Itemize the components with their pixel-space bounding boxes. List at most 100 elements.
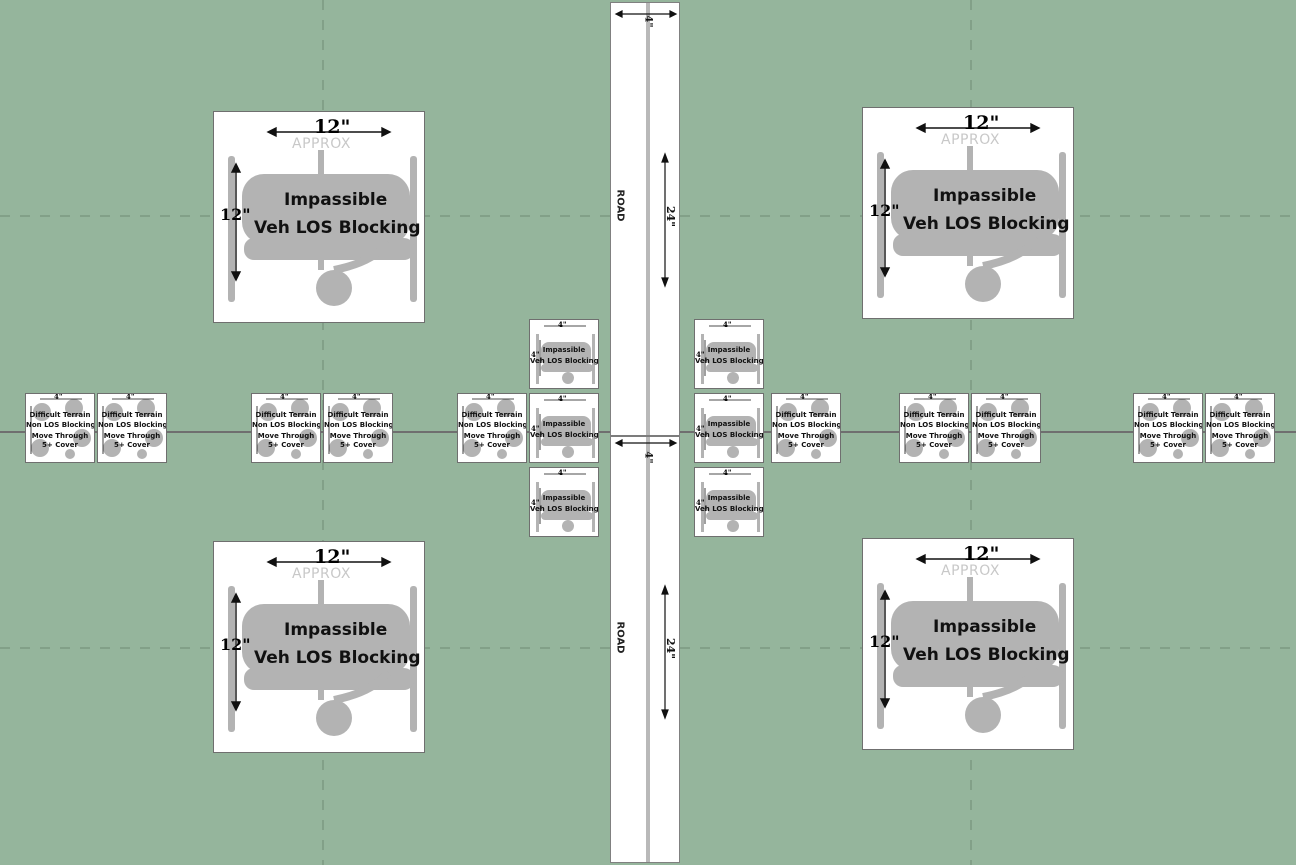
size-label-side: 4"	[696, 424, 705, 433]
tile-title-line1: Difficult Terrain	[975, 411, 1037, 419]
tile-title-line3: Move Through	[777, 432, 835, 440]
tile-title-line2: Non LOS Blocking	[1134, 421, 1203, 429]
tile-title-line3: Move Through	[977, 432, 1035, 440]
tile-title-line2: Veh LOS Blocking	[530, 431, 599, 439]
terrain-silhouette-icon	[877, 553, 1066, 733]
terrain-silhouette-icon	[536, 399, 595, 458]
trees-silhouette-icon	[102, 398, 163, 459]
trees-silhouette-icon	[328, 398, 389, 459]
road-divider-line	[611, 435, 679, 437]
size-label-top: 4"	[352, 393, 361, 401]
size-label-side: 12"	[869, 632, 900, 651]
tile-title-line2: Non LOS Blocking	[458, 421, 527, 429]
road-center-line	[646, 3, 650, 862]
tile-title-line4: 5+ Cover	[1222, 441, 1258, 449]
trees-silhouette-icon	[256, 398, 317, 459]
difficult-terrain-tile: 4" Difficult Terrain Non LOS Blocking Mo…	[771, 393, 841, 463]
tile-title-line2: Non LOS Blocking	[324, 421, 393, 429]
tile-title-line4: 5+ Cover	[42, 441, 78, 449]
size-label-top: 12"	[314, 546, 351, 568]
approx-label: APPROX	[292, 566, 351, 582]
terrain-silhouette-icon	[536, 473, 595, 532]
tile-title-line4: 5+ Cover	[1150, 441, 1186, 449]
impassible-small-tile: 4" 4" Impassible Veh LOS Blocking	[529, 467, 599, 537]
tile-title-line2: Non LOS Blocking	[972, 421, 1041, 429]
size-label-side: 4"	[696, 498, 705, 507]
size-label-top: 12"	[963, 112, 1000, 134]
size-label-side: 12"	[220, 635, 251, 654]
impassible-small-tile: 4" 4" Impassible Veh LOS Blocking	[694, 393, 764, 463]
road-label-top: ROAD	[614, 189, 626, 222]
tile-title-line2: Veh LOS Blocking	[530, 357, 599, 365]
tile-title-line3: Move Through	[1211, 432, 1269, 440]
size-label-top: 12"	[314, 116, 351, 138]
road-length-label-top: 24"	[664, 205, 678, 228]
trees-silhouette-icon	[1138, 398, 1199, 459]
tile-title-line1: Impassible	[542, 494, 586, 502]
approx-label: APPROX	[941, 563, 1000, 579]
tile-title-line1: Impassible	[542, 346, 586, 354]
tile-title-line1: Difficult Terrain	[1209, 411, 1271, 419]
trees-silhouette-icon	[30, 398, 91, 459]
impassible-tile-ne: 12" APPROX 12" Impassible Veh LOS Blocki…	[862, 107, 1074, 319]
impassible-small-tile: 4" 4" Impassible Veh LOS Blocking	[694, 467, 764, 537]
size-label-top: 4"	[723, 394, 732, 403]
approx-label: APPROX	[292, 136, 351, 152]
tile-title-line1: Impassible	[284, 620, 388, 640]
difficult-terrain-tile: 4" Difficult Terrain Non LOS Blocking Mo…	[971, 393, 1041, 463]
size-label-top: 4"	[800, 393, 809, 401]
trees-silhouette-icon	[1210, 398, 1271, 459]
difficult-terrain-tile: 4" Difficult Terrain Non LOS Blocking Mo…	[1205, 393, 1275, 463]
tile-title-line3: Move Through	[463, 432, 521, 440]
terrain-silhouette-icon	[228, 126, 417, 306]
difficult-terrain-tile: 4" Difficult Terrain Non LOS Blocking Mo…	[1133, 393, 1203, 463]
difficult-terrain-tile: 4" Difficult Terrain Non LOS Blocking Mo…	[97, 393, 167, 463]
tile-title-line1: Impassible	[284, 190, 388, 210]
difficult-terrain-tile: 4" Difficult Terrain Non LOS Blocking Mo…	[899, 393, 969, 463]
road-label-bottom: ROAD	[614, 621, 626, 654]
trees-silhouette-icon	[904, 398, 965, 459]
road-length-label-bottom: 24"	[664, 637, 678, 660]
size-label-top: 4"	[1162, 393, 1171, 401]
tile-title-line2: Veh LOS Blocking	[254, 648, 421, 668]
tile-title-line2: Non LOS Blocking	[900, 421, 969, 429]
tile-title-line1: Difficult Terrain	[255, 411, 317, 419]
trees-silhouette-icon	[776, 398, 837, 459]
size-label-top: 4"	[558, 320, 567, 329]
tile-title-line3: Move Through	[329, 432, 387, 440]
tile-title-line4: 5+ Cover	[268, 441, 304, 449]
tile-title-line2: Non LOS Blocking	[252, 421, 321, 429]
tile-title-line1: Difficult Terrain	[101, 411, 163, 419]
size-label-top: 12"	[963, 543, 1000, 565]
difficult-terrain-tile: 4" Difficult Terrain Non LOS Blocking Mo…	[251, 393, 321, 463]
terrain-silhouette-icon	[701, 325, 760, 384]
size-label-top: 4"	[723, 320, 732, 329]
tile-title-line3: Move Through	[905, 432, 963, 440]
size-label-side: 4"	[696, 350, 705, 359]
size-label-top: 4"	[1234, 393, 1243, 401]
tile-title-line1: Impassible	[542, 420, 586, 428]
tile-title-line2: Veh LOS Blocking	[530, 505, 599, 513]
tile-title-line2: Non LOS Blocking	[1206, 421, 1275, 429]
tile-title-line3: Move Through	[31, 432, 89, 440]
tile-title-line4: 5+ Cover	[474, 441, 510, 449]
tile-title-line1: Impassible	[933, 617, 1037, 637]
tile-title-line4: 5+ Cover	[988, 441, 1024, 449]
size-label-side: 12"	[869, 201, 900, 220]
terrain-silhouette-icon	[877, 122, 1066, 302]
tile-title-line1: Impassible	[933, 186, 1037, 206]
road	[610, 2, 680, 863]
road-width-label-bottom: 4"	[642, 451, 654, 464]
difficult-terrain-tile: 4" Difficult Terrain Non LOS Blocking Mo…	[323, 393, 393, 463]
tile-title-line2: Veh LOS Blocking	[903, 214, 1070, 234]
tile-title-line1: Impassible	[707, 494, 751, 502]
tile-title-line1: Difficult Terrain	[327, 411, 389, 419]
tile-title-line2: Veh LOS Blocking	[695, 357, 764, 365]
size-label-top: 4"	[558, 394, 567, 403]
tile-title-line2: Veh LOS Blocking	[695, 431, 764, 439]
size-label-top: 4"	[723, 468, 732, 477]
tile-title-line4: 5+ Cover	[916, 441, 952, 449]
size-label-side: 12"	[220, 205, 251, 224]
terrain-silhouette-icon	[701, 473, 760, 532]
impassible-tile-sw: 12" APPROX 12" Impassible Veh LOS Blocki…	[213, 541, 425, 753]
